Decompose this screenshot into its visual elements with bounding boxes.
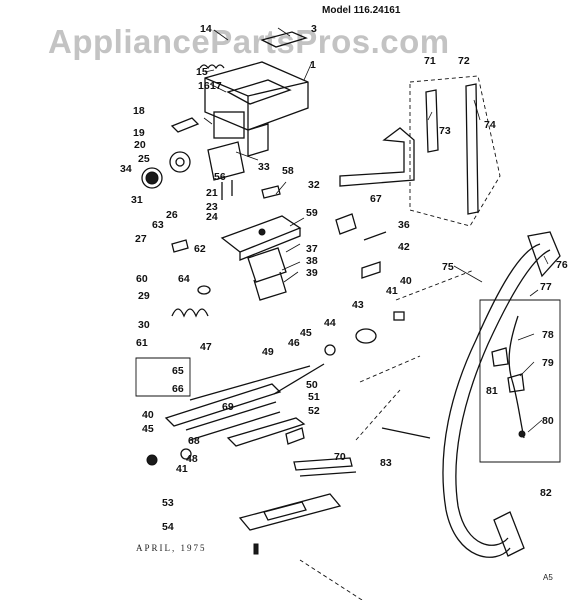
part-block (261, 185, 281, 199)
callout-label: 36 (398, 219, 410, 231)
part-cord (171, 308, 209, 318)
callout-label: 69 (222, 401, 234, 413)
callout-label: 67 (370, 193, 382, 205)
callout-label: 52 (308, 405, 320, 417)
callout-label: 63 (152, 219, 164, 231)
callout-label: 75 (442, 261, 454, 273)
callout-label: 29 (138, 290, 150, 302)
callout-label: 34 (120, 163, 132, 175)
part-knob (141, 167, 163, 189)
callout-label: 3 (311, 23, 317, 35)
callout-label: 76 (556, 259, 568, 271)
callout-label: 32 (308, 179, 320, 191)
callout-label: 79 (542, 357, 554, 369)
callout-box-61 (135, 357, 191, 397)
part-spring (199, 64, 225, 70)
callout-label: 48 (186, 453, 198, 465)
callout-label: 72 (458, 55, 470, 67)
callout-label: 81 (486, 385, 498, 397)
part-wheel (355, 328, 377, 344)
part-cover (260, 31, 308, 48)
callout-label: 14 (200, 23, 212, 35)
callout-label: 21 (206, 187, 218, 199)
part-switch (207, 141, 245, 181)
callout-label: 56 (214, 171, 226, 183)
hose-assembly (442, 231, 561, 558)
callout-label: 19 (133, 127, 145, 139)
callout-label: 15 (196, 66, 208, 78)
callout-label: 50 (306, 379, 318, 391)
model-number: Model 116.24161 (322, 5, 401, 16)
part-pulley (169, 151, 191, 173)
callout-label: 33 (258, 161, 270, 173)
callout-label: 68 (188, 435, 200, 447)
callout-label: 26 (166, 209, 178, 221)
callout-label: 39 (306, 267, 318, 279)
part-brush-roll (164, 383, 282, 441)
callout-label: 42 (398, 241, 410, 253)
callout-label: 38 (306, 255, 318, 267)
callout-label: 45 (142, 423, 154, 435)
callout-label: 78 (542, 329, 554, 341)
watermark: AppliancePartsPros.com (48, 23, 450, 60)
callout-label: 44 (324, 317, 336, 329)
callout-label: 1 (310, 59, 316, 71)
part-latch (170, 117, 200, 133)
callout-label: 18 (133, 105, 145, 117)
callout-label: 41 (386, 285, 398, 297)
callout-label: 53 (162, 497, 174, 509)
callout-label: 40 (142, 409, 154, 421)
callout-label: 74 (484, 119, 496, 131)
callout-label: 66 (172, 383, 184, 395)
diagram-date: APRIL, 1975 (136, 543, 207, 553)
callout-label: 17 (210, 80, 222, 92)
part-motor-plate (220, 215, 302, 261)
part-capacitor (197, 285, 211, 295)
hose-detail-box (479, 299, 561, 463)
part-shapes (141, 31, 479, 555)
callout-label: 65 (172, 365, 184, 377)
corner-code: A5 (543, 573, 553, 582)
callout-label: 40 (400, 275, 412, 287)
callout-label: 24 (206, 211, 218, 223)
callout-label: 70 (334, 451, 346, 463)
callout-label: 20 (134, 139, 146, 151)
callout-label: 49 (262, 346, 274, 358)
callout-label: 61 (136, 337, 148, 349)
callout-label: 80 (542, 415, 554, 427)
callout-label: 64 (178, 273, 190, 285)
callout-label: 83 (380, 457, 392, 469)
callout-label: 30 (138, 319, 150, 331)
callout-label: 73 (439, 125, 451, 137)
part-base-plate (238, 493, 342, 531)
callout-label: 45 (300, 327, 312, 339)
callout-label: 16 (198, 80, 210, 92)
callout-label: 60 (136, 273, 148, 285)
callout-label: 27 (135, 233, 147, 245)
leader-lines (203, 27, 549, 433)
part-wand (425, 89, 439, 153)
callout-label: 46 (288, 337, 300, 349)
part-clip (335, 213, 357, 235)
callout-label: 43 (352, 299, 364, 311)
callout-label: 71 (424, 55, 436, 67)
callouts: 14 3 1 15 16 17 18 19 20 21 23 24 25 26 … (120, 23, 568, 533)
callout-label: 82 (540, 487, 552, 499)
callout-label: 62 (194, 243, 206, 255)
part-motor (247, 247, 287, 301)
callout-label: 51 (308, 391, 320, 403)
callout-label: 58 (282, 165, 294, 177)
part-housing (204, 61, 309, 157)
callout-label: 31 (131, 194, 143, 206)
callout-label: 77 (540, 281, 552, 293)
part-wand-long (465, 83, 479, 215)
callout-label: 59 (306, 207, 318, 219)
callout-label: 25 (138, 153, 150, 165)
callout-label: 37 (306, 243, 318, 255)
callout-label: 23 (206, 201, 218, 213)
callout-label: 54 (162, 521, 174, 533)
callout-label: 47 (200, 341, 212, 353)
callout-label: 41 (176, 463, 188, 475)
